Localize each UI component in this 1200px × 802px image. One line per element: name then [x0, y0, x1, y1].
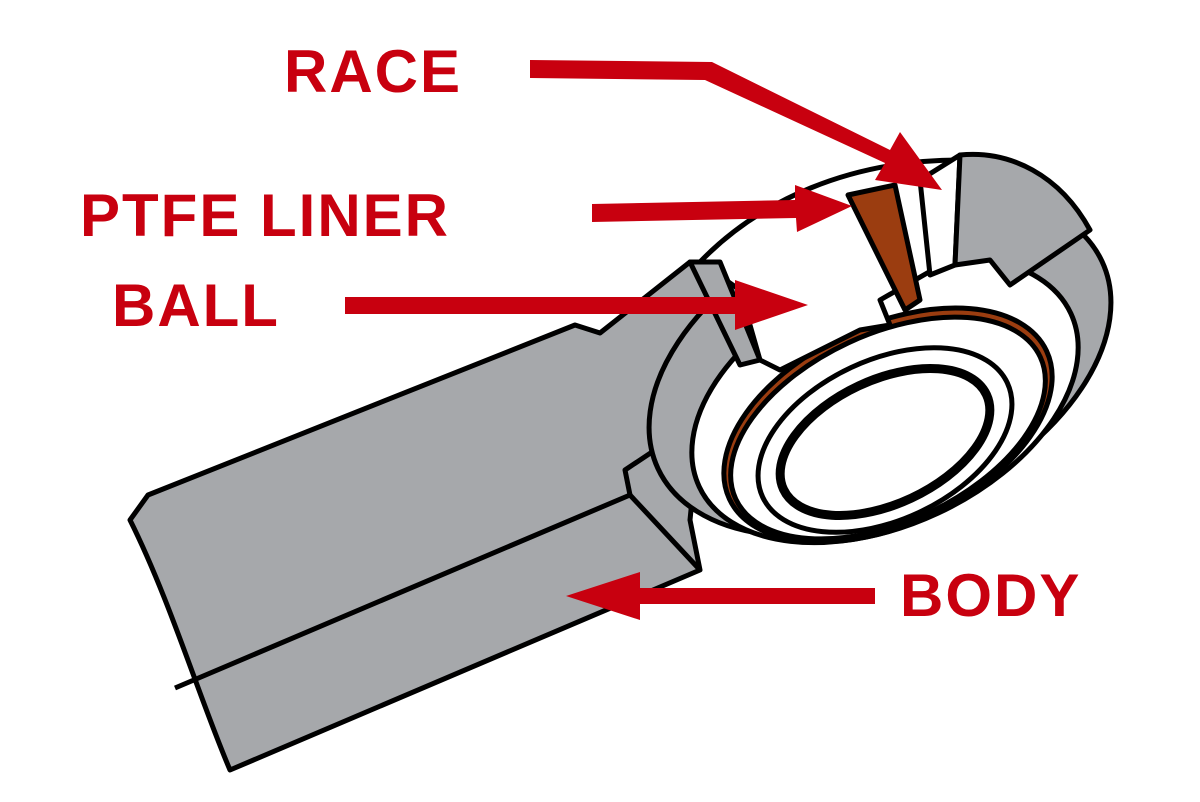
- ball-arrow: [345, 280, 808, 330]
- body-section: [952, 151, 1093, 288]
- arrows: [345, 60, 942, 620]
- body-label: BODY: [900, 562, 1082, 629]
- ptfe-liner-arrow: [592, 185, 852, 232]
- ptfe-liner-section: [845, 182, 923, 313]
- body-arrow: [566, 572, 875, 620]
- bore: [775, 364, 995, 520]
- race-label: RACE: [284, 38, 463, 105]
- ptfe-liner-label: PTFE LINER: [80, 182, 451, 249]
- race-arrow: [530, 60, 942, 190]
- ball-label: BALL: [112, 272, 280, 339]
